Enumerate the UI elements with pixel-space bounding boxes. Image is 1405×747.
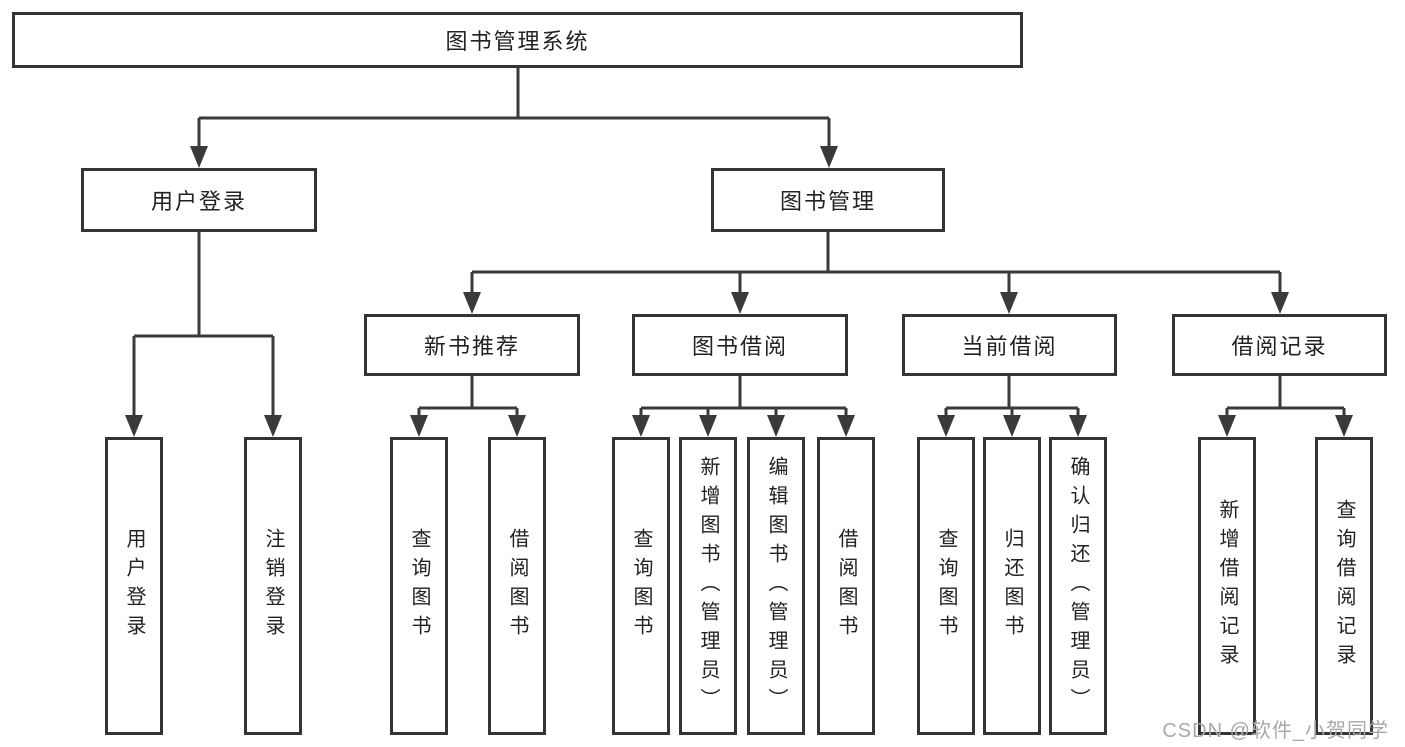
leaf-query-books-borrow-label: 查询图书: [630, 528, 652, 644]
node-borrow-records-label: 借阅记录: [1231, 334, 1328, 359]
leaf-add-book-admin: 新增图书（管理员）: [679, 437, 737, 735]
leaf-confirm-return-admin: 确认归还（管理员）: [1049, 437, 1107, 735]
leaf-logout-label: 注销登录: [262, 528, 284, 644]
leaf-query-books-current: 查询图书: [917, 437, 975, 735]
leaf-logout: 注销登录: [244, 437, 302, 735]
node-current-borrow-label: 当前借阅: [961, 334, 1058, 359]
connector-root-split: [190, 68, 838, 168]
node-new-book-recommend-label: 新书推荐: [423, 334, 520, 359]
leaf-query-books-borrow: 查询图书: [612, 437, 670, 735]
leaf-borrow-books-recommend-label: 借阅图书: [506, 528, 528, 644]
leaf-add-book-admin-label: 新增图书（管理员）: [697, 455, 719, 717]
node-current-borrow: 当前借阅: [902, 314, 1117, 376]
connector-borrow-records-split: [1218, 376, 1353, 437]
node-book-management: 图书管理: [711, 168, 945, 232]
leaf-add-borrow-record: 新增借阅记录: [1198, 437, 1256, 735]
leaf-borrow-books-recommend: 借阅图书: [488, 437, 546, 735]
leaf-borrow-books-borrow: 借阅图书: [817, 437, 875, 735]
connector-current-borrow-split: [937, 376, 1087, 437]
leaf-user-login-label: 用户登录: [123, 528, 145, 644]
connector-user-login-split: [125, 232, 282, 437]
node-borrow-records: 借阅记录: [1172, 314, 1387, 376]
leaf-user-login: 用户登录: [105, 437, 163, 735]
leaf-borrow-books-borrow-label: 借阅图书: [835, 528, 857, 644]
leaf-confirm-return-admin-label: 确认归还（管理员）: [1067, 455, 1089, 717]
leaf-query-borrow-record-label: 查询借阅记录: [1333, 499, 1355, 673]
node-book-management-label: 图书管理: [779, 189, 876, 214]
connector-book-borrow-split: [632, 376, 855, 437]
connector-management-split: [463, 232, 1289, 314]
csdn-watermark: CSDN @软件_小贺同学: [1162, 720, 1389, 742]
node-book-borrow: 图书借阅: [632, 314, 848, 376]
node-book-borrow-label: 图书借阅: [691, 334, 788, 359]
leaf-edit-book-admin: 编辑图书（管理员）: [747, 437, 805, 735]
node-root-system: 图书管理系统: [12, 12, 1023, 68]
leaf-return-book: 归还图书: [983, 437, 1041, 735]
node-new-book-recommend: 新书推荐: [364, 314, 580, 376]
node-root-label: 图书管理系统: [445, 29, 590, 54]
node-user-login: 用户登录: [81, 168, 317, 232]
leaf-query-books-recommend-label: 查询图书: [408, 528, 430, 644]
leaf-edit-book-admin-label: 编辑图书（管理员）: [765, 455, 787, 717]
leaf-query-borrow-record: 查询借阅记录: [1315, 437, 1373, 735]
leaf-add-borrow-record-label: 新增借阅记录: [1216, 499, 1238, 673]
leaf-return-book-label: 归还图书: [1001, 528, 1023, 644]
connector-new-book-split: [410, 376, 526, 437]
leaf-query-books-current-label: 查询图书: [935, 528, 957, 644]
leaf-query-books-recommend: 查询图书: [390, 437, 448, 735]
node-user-login-label: 用户登录: [150, 189, 247, 214]
